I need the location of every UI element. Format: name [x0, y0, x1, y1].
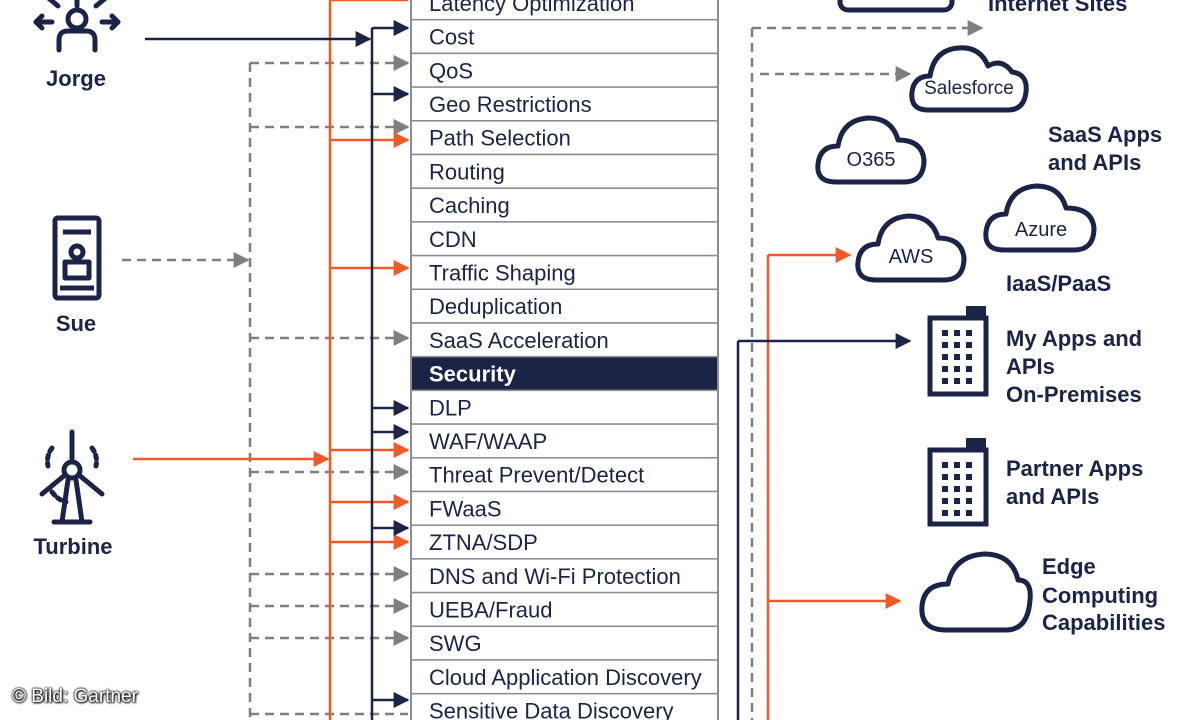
wind-turbine-icon	[39, 429, 105, 525]
building-window	[954, 366, 960, 372]
edge-computing-cloud-icon	[919, 551, 1033, 633]
salesforce-label: Salesforce	[924, 78, 1014, 99]
salesforce-cloud-icon: Salesforce	[909, 45, 1029, 113]
service-label: Caching	[429, 193, 510, 218]
aws-label: AWS	[889, 246, 934, 268]
building-window	[954, 474, 960, 480]
aws-cloud-icon: AWS	[855, 213, 967, 283]
on-premises-building-icon	[927, 306, 989, 397]
service-label: CDN	[429, 227, 477, 252]
orange-bus	[133, 0, 410, 720]
o365-cloud-icon: O365	[815, 115, 927, 185]
building-window	[966, 354, 972, 360]
azure-cloud-icon: Azure	[983, 183, 1097, 253]
service-label: Path Selection	[429, 126, 571, 151]
building-window	[942, 366, 948, 372]
service-row	[410, 389, 719, 425]
partner-building-icon	[927, 438, 989, 527]
building-window	[954, 354, 960, 360]
service-header-label: Security	[429, 362, 517, 387]
service-row	[410, 524, 719, 560]
left-connectors	[122, 0, 410, 720]
building-window	[966, 366, 972, 372]
right-connectors	[736, 20, 984, 720]
jorge-person-icon	[33, 0, 121, 53]
building-window	[942, 510, 948, 516]
service-label: Deduplication	[429, 294, 562, 319]
building-window	[954, 486, 960, 492]
sue-device-icon	[52, 215, 102, 301]
building-window	[966, 498, 972, 504]
service-label: Cost	[429, 25, 474, 50]
building-window	[942, 342, 948, 348]
building-window	[942, 498, 948, 504]
building-window	[966, 378, 972, 384]
building-window	[942, 330, 948, 336]
service-label: WAF/WAAP	[429, 429, 547, 454]
service-row	[410, 591, 719, 628]
building-window	[942, 474, 948, 480]
service-label: Threat Prevent/Detect	[429, 463, 644, 488]
service-label: SaaS Acceleration	[429, 328, 609, 353]
service-label: DNS and Wi-Fi Protection	[429, 564, 681, 589]
service-row	[410, 457, 719, 493]
saas-apps-label: SaaS Apps and APIs	[1048, 122, 1168, 175]
partner-apps-label: Partner Apps and APIs	[1006, 456, 1149, 509]
building-window	[954, 498, 960, 504]
building-window	[966, 342, 972, 348]
building-window	[954, 330, 960, 336]
service-table-border	[410, 0, 719, 720]
service-label: ZTNA/SDP	[429, 530, 538, 555]
user-turbine-label: Turbine	[33, 534, 112, 559]
service-label: Latency Optimization	[429, 0, 634, 16]
building-window	[966, 462, 972, 468]
service-label: QoS	[429, 58, 473, 83]
internet-sites-icon	[837, 0, 955, 13]
building-window	[954, 462, 960, 468]
edge-computing-label: Edge Computing Capabilities	[1042, 554, 1165, 635]
gray-dashed-right	[750, 20, 984, 720]
building-window	[954, 342, 960, 348]
service-label: SWG	[429, 631, 482, 656]
building-window	[966, 474, 972, 480]
service-label: Routing	[429, 159, 505, 184]
service-row	[410, 153, 719, 189]
building-window	[966, 510, 972, 516]
building-window	[966, 330, 972, 336]
building-window	[954, 510, 960, 516]
building-window	[942, 354, 948, 360]
service-label: Sensitive Data Discovery	[429, 699, 674, 720]
service-row	[410, 423, 719, 459]
service-label: DLP	[429, 395, 472, 420]
service-row	[410, 254, 719, 291]
building-window	[942, 462, 948, 468]
azure-label: Azure	[1015, 219, 1067, 241]
building-window	[954, 378, 960, 384]
orange-right	[766, 247, 902, 720]
service-label: Cloud Application Discovery	[429, 665, 702, 690]
service-label: UEBA/Fraud	[429, 597, 553, 622]
o365-label: O365	[847, 149, 896, 171]
iaas-paas-label: IaaS/PaaS	[1006, 271, 1111, 296]
internet-sites-label: Internet Sites	[988, 0, 1127, 16]
service-row	[410, 490, 719, 526]
gray-dashed-bus	[122, 55, 410, 720]
image-credit: © Bild: Gartner	[12, 686, 138, 707]
building-window	[966, 486, 972, 492]
user-jorge-label: Jorge	[46, 66, 106, 91]
service-label: Traffic Shaping	[429, 260, 576, 285]
service-label: FWaaS	[429, 496, 502, 521]
navy-right	[736, 333, 912, 720]
building-window	[942, 378, 948, 384]
building-window	[942, 486, 948, 492]
navy-bus	[145, 20, 410, 720]
service-label: Geo Restrictions	[429, 92, 592, 117]
service-row	[410, 120, 719, 156]
user-sue-label: Sue	[56, 311, 96, 336]
my-apps-label: My Apps and APIs On-Premises	[1006, 326, 1148, 407]
